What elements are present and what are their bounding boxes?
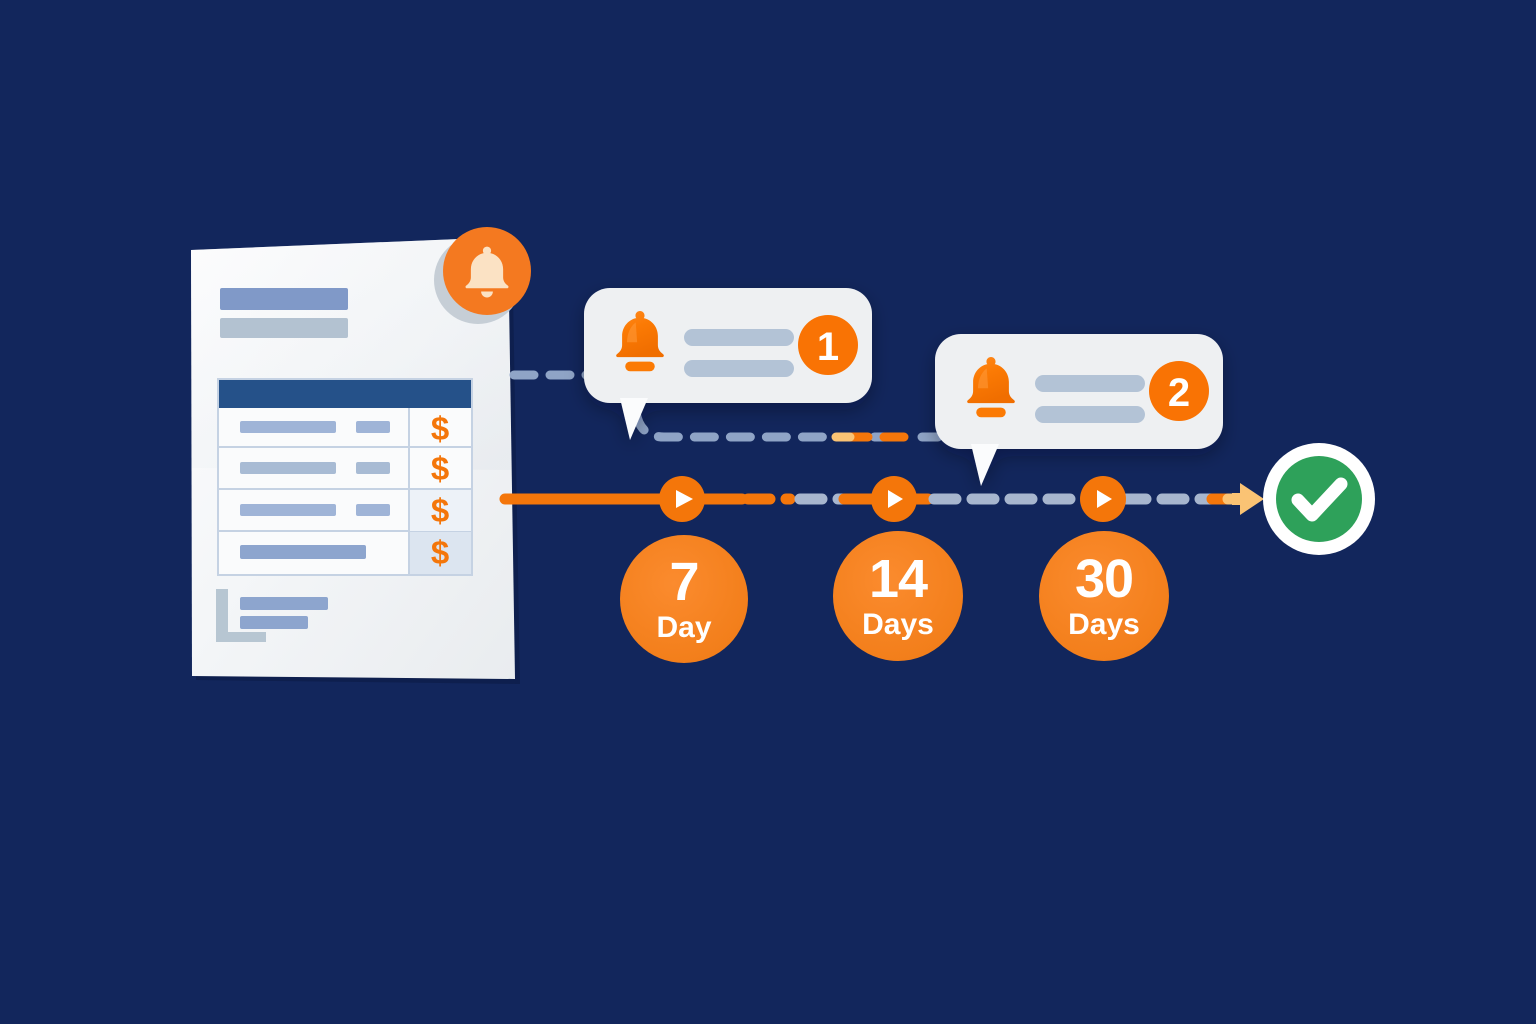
bell-icon bbox=[967, 357, 1015, 418]
play-icon bbox=[888, 490, 903, 508]
milestone-7-day[interactable]: 7 Day bbox=[620, 535, 748, 663]
success-check[interactable] bbox=[1263, 443, 1375, 555]
arrow-right-icon bbox=[1232, 483, 1264, 515]
doc-footer-bar-1 bbox=[240, 597, 328, 610]
timeline-marker-play-2[interactable] bbox=[871, 476, 917, 522]
doc-footer-bracket bbox=[216, 589, 266, 642]
bubble-2-badge-circle[interactable] bbox=[1149, 361, 1209, 421]
amount-symbol: $ bbox=[431, 410, 449, 447]
bell-icon bbox=[616, 311, 664, 372]
milestone-7-day-number: 7 bbox=[669, 552, 699, 612]
doc-header-bar-1 bbox=[220, 288, 348, 310]
bubble-1-badge-count: 1 bbox=[817, 325, 839, 369]
milestone-14-days-number: 14 bbox=[868, 549, 928, 609]
bubble-2-badge-count: 2 bbox=[1168, 371, 1190, 415]
doc-row-label-bar bbox=[240, 462, 336, 474]
milestone-14-days-unit: Days bbox=[862, 608, 934, 641]
play-icon bbox=[1097, 490, 1112, 508]
amount-symbol: $ bbox=[431, 450, 449, 487]
doc-header-bar-2 bbox=[220, 318, 348, 338]
doc-table-amount-cell bbox=[410, 490, 471, 531]
bubble-2-text-line-2 bbox=[1035, 406, 1145, 423]
milestone-30-days-unit: Days bbox=[1068, 608, 1140, 641]
timeline-marker-play-3[interactable] bbox=[1080, 476, 1126, 522]
check-icon bbox=[1291, 477, 1348, 522]
play-icon bbox=[676, 490, 693, 508]
bell-icon bbox=[465, 246, 509, 298]
milestone-14-days[interactable]: 14 Days bbox=[833, 531, 963, 661]
doc-table-total-cell bbox=[410, 532, 471, 574]
doc-row-qty-bar bbox=[356, 462, 390, 474]
amount-symbol: $ bbox=[431, 492, 449, 529]
bubble-1-text-line-1 bbox=[684, 329, 794, 346]
doc-footer-bar-2 bbox=[240, 616, 308, 629]
bubble-1-tail bbox=[620, 398, 648, 440]
bubble-1-badge-circle[interactable] bbox=[798, 315, 858, 375]
milestone-7-day-unit: Day bbox=[656, 611, 712, 644]
doc-row-qty-bar bbox=[356, 421, 390, 433]
bubble-1-text-line-2 bbox=[684, 360, 794, 377]
doc-row-qty-bar bbox=[356, 504, 390, 516]
doc-row-label-bar bbox=[240, 504, 336, 516]
milestone-30-days-number: 30 bbox=[1074, 549, 1134, 609]
bubble-2-text-line-1 bbox=[1035, 375, 1145, 392]
milestone-30-days[interactable]: 30 Days bbox=[1039, 531, 1169, 661]
amount-symbol: $ bbox=[431, 534, 449, 571]
timeline-marker-play-1[interactable] bbox=[659, 476, 705, 522]
doc-table-header bbox=[219, 380, 471, 408]
doc-row-label-bar bbox=[240, 421, 336, 433]
doc-row-total-bar bbox=[240, 545, 366, 559]
bubble-2-tail bbox=[971, 444, 999, 486]
